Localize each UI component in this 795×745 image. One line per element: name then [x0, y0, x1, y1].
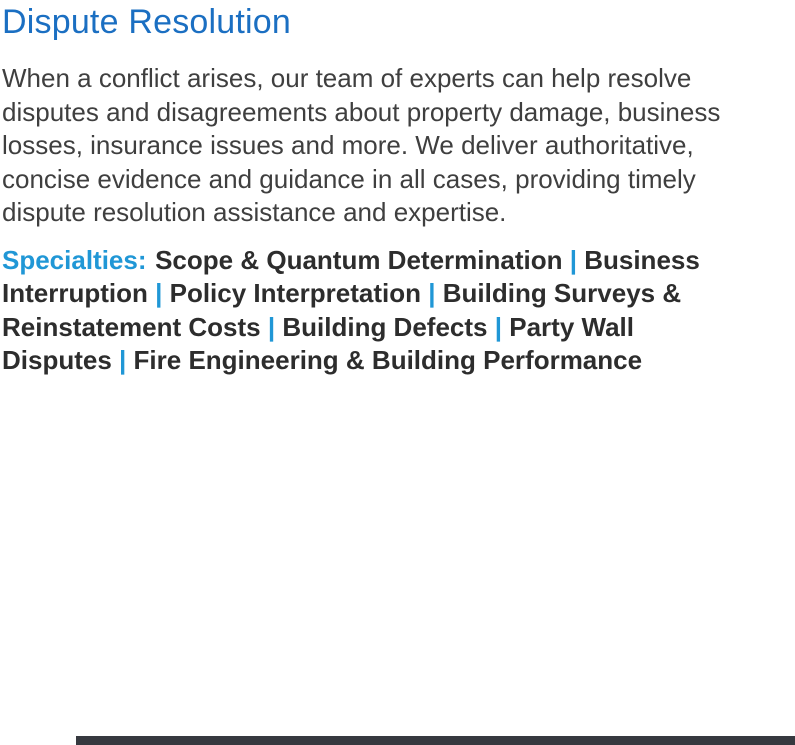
page-title: Dispute Resolution [2, 3, 291, 41]
specialty-item: Party Wall Disputes [2, 311, 634, 376]
pipe-separator: | [111, 345, 134, 376]
pipe-separator: | [487, 311, 510, 342]
window-edge-bar [76, 736, 795, 745]
specialty-item: Business Interruption [2, 244, 700, 309]
section-description: When a conflict arises, our team of expe… [2, 63, 721, 228]
specialties-items: Scope & Quantum Determination | Business… [2, 245, 700, 376]
specialty-item: Policy Interpretation [169, 278, 421, 309]
specialty-item: Scope & Quantum Determination [155, 244, 563, 275]
pipe-separator: | [421, 278, 443, 309]
pipe-separator: | [260, 311, 283, 342]
specialties-list: Specialties:Scope & Quantum Determinatio… [2, 244, 750, 378]
dispute-resolution-section: Dispute Resolution When a conflict arise… [2, 3, 750, 378]
specialty-item: Building Defects [282, 311, 488, 342]
pipe-separator: | [562, 244, 585, 275]
specialty-item: Fire Engineering & Building Performance [133, 345, 643, 376]
pipe-separator: | [147, 278, 170, 309]
specialty-item: Building Surveys & Reinstatement Costs [2, 278, 682, 342]
specialties-label: Specialties: [2, 244, 147, 275]
